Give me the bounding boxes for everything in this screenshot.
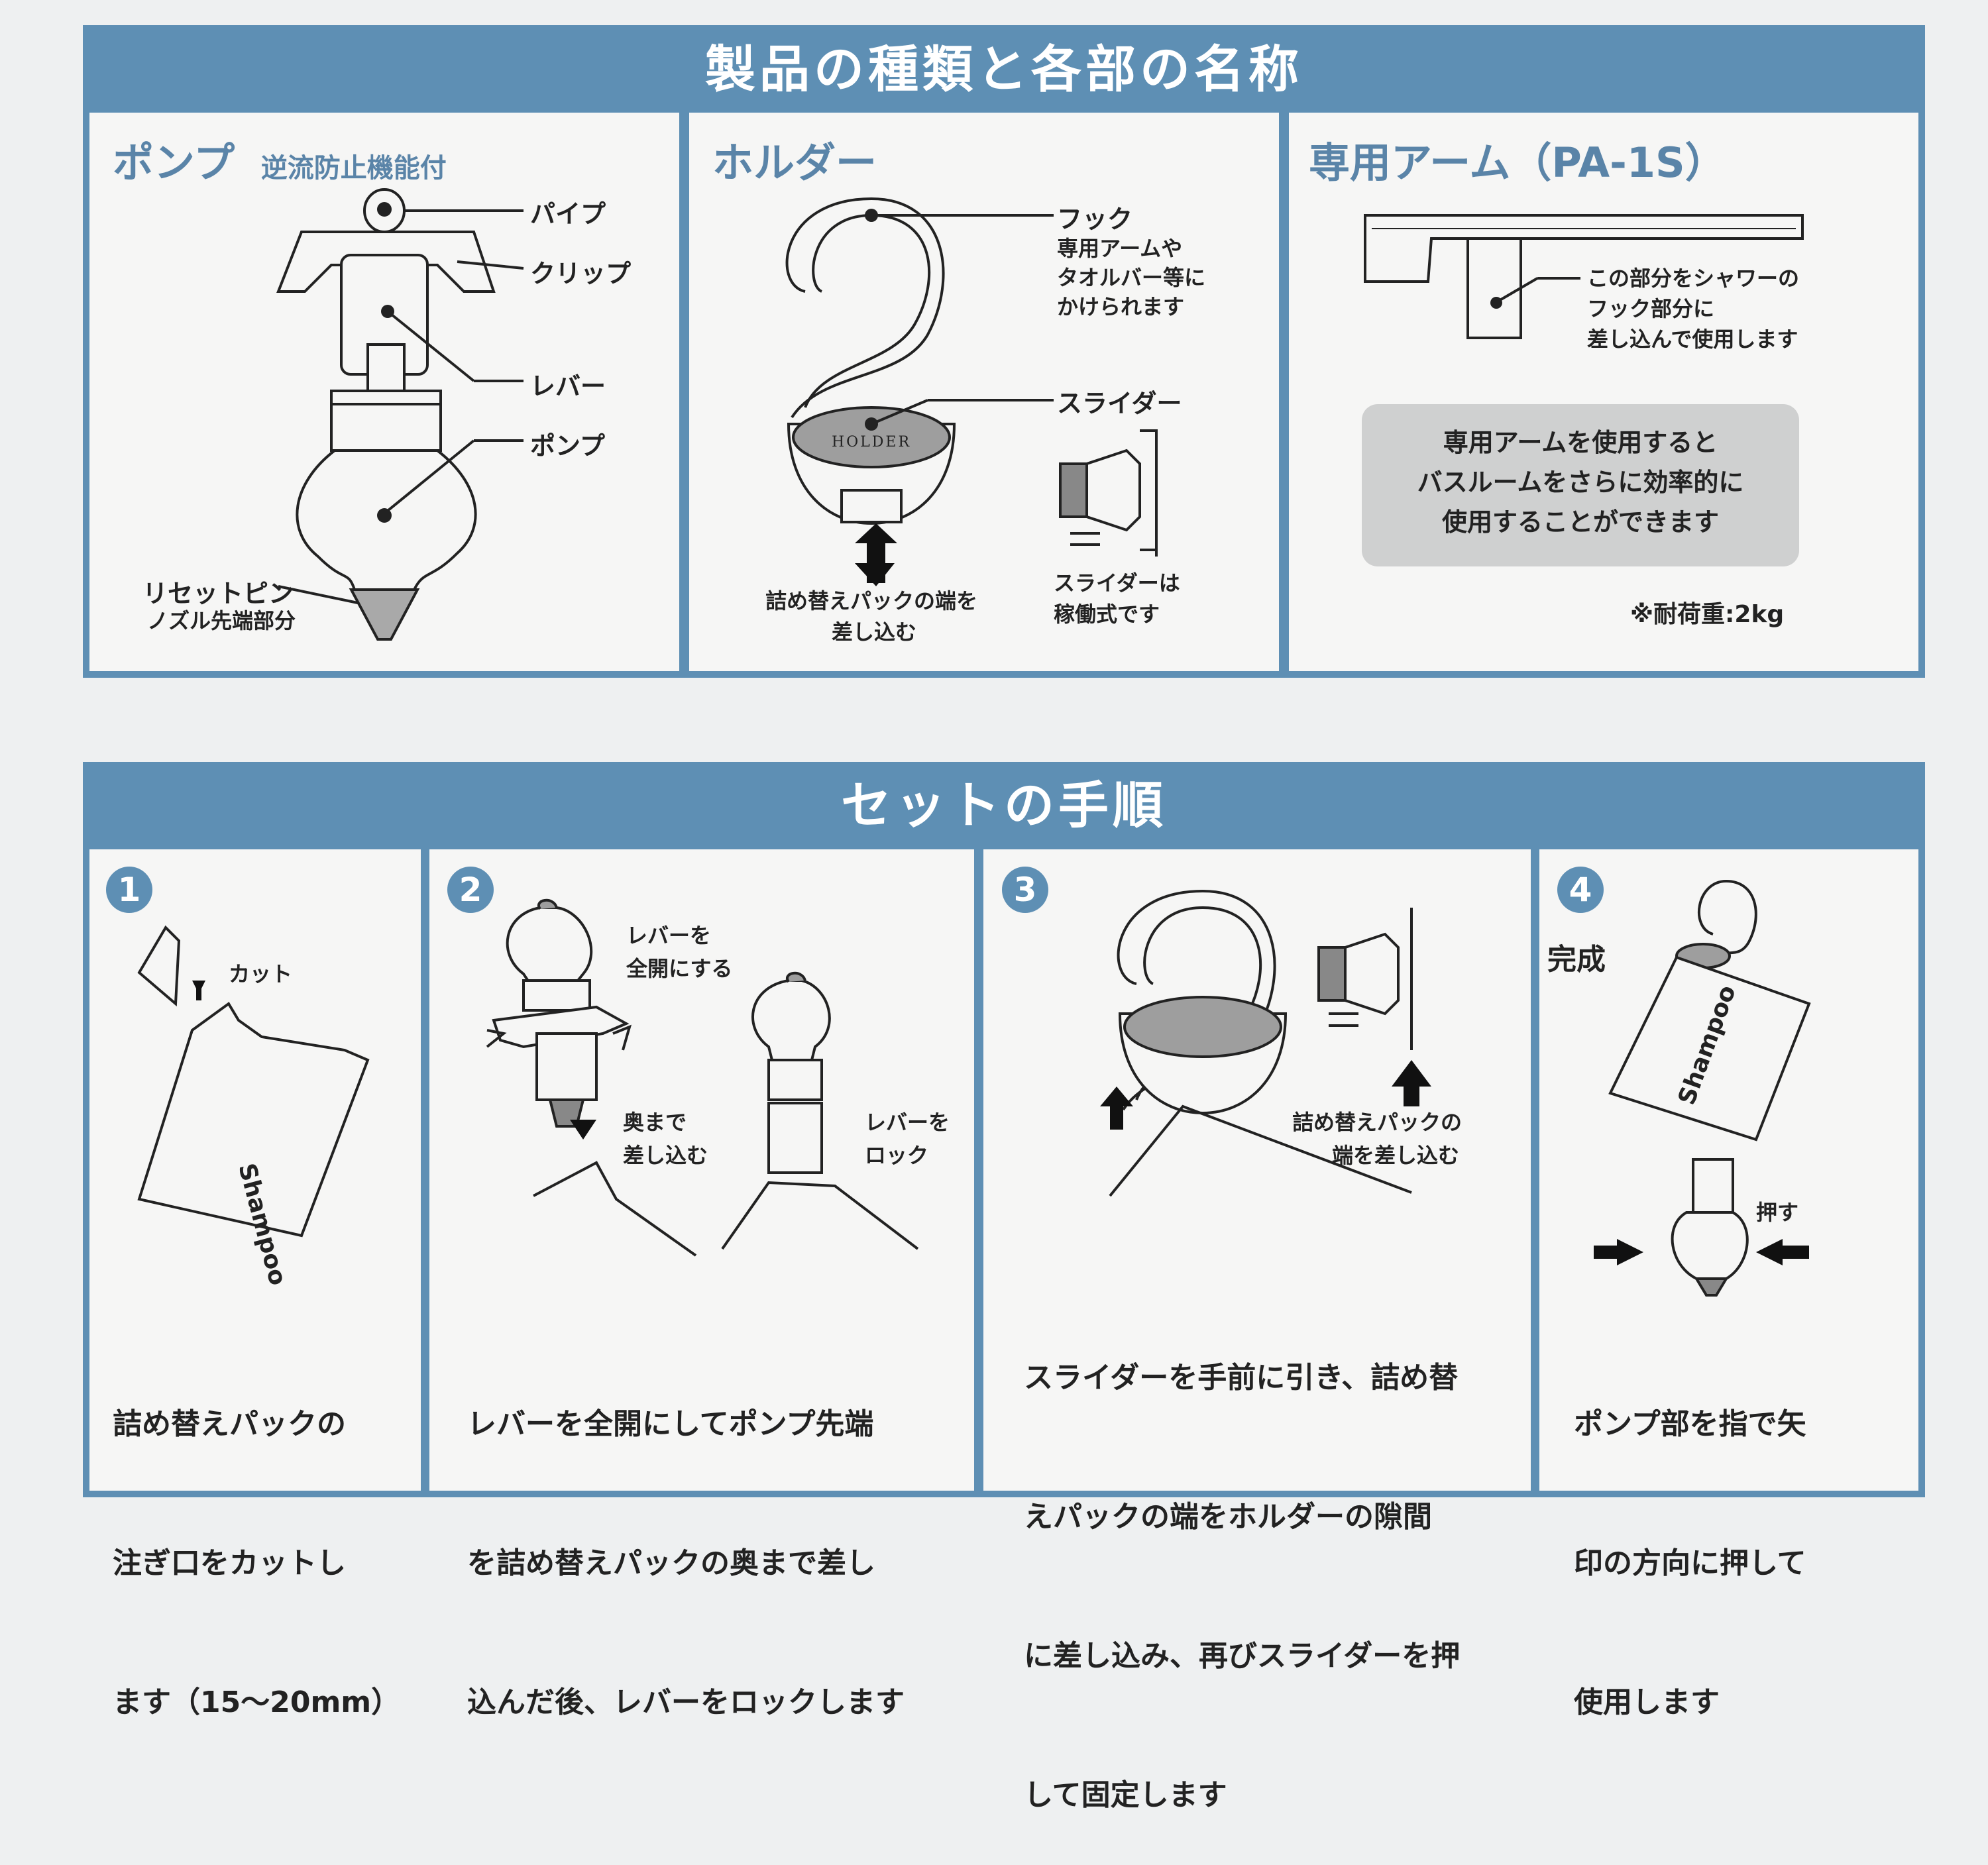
step-1-desc: 詰め替えパックの 注ぎ口をカットし ます（15～20mm） [113,1308,400,1772]
slider-label: スライダー [1057,389,1182,418]
arm-panel [1289,113,1918,671]
step-2-desc-2: を詰め替えパックの奥まで差し [467,1546,875,1580]
step-4-desc-2: 印の方向に押して [1574,1546,1806,1580]
step-4-number: 4 [1557,867,1604,913]
step-3-insert-1: 詰め替えパックの [1292,1110,1463,1135]
reset-pin-label: リセットピン [142,579,294,608]
reset-pin-note: ノズル先端部分 [147,608,296,633]
pump-title: ポンプ 逆流防止機能付 [113,129,447,189]
lock-2: ロック [865,1143,929,1168]
pump-label: ポンプ [530,431,605,460]
step-4-desc-1: ポンプ部を指で矢 [1574,1407,1806,1441]
insert-deep-1: 奥まで [623,1110,687,1135]
push-label: 押す [1756,1200,1799,1225]
hook-note-3: かけられます [1057,294,1185,319]
load-capacity: ※耐荷重:2kg [1630,601,1785,628]
arm-title: 専用アーム（PA-1S） [1309,138,1726,187]
lever-label: レバー [530,372,606,401]
arm-note-1: この部分をシャワーの [1587,266,1800,291]
arm-benefit-box: 専用アームを使用すると バスルームをさらに効率的に 使用することができます [1362,404,1799,566]
step-3-desc-3: に差し込み、再びスライダーを押 [1024,1639,1461,1673]
hook-note-1: 専用アームや [1057,236,1183,261]
holder-title: ホルダー [712,138,877,187]
step-1-number: 1 [106,867,152,913]
lock-1: レバーを [865,1110,950,1135]
pump-subtitle: 逆流防止機能付 [260,153,447,184]
cut-label: カット [229,961,293,986]
step-4-desc: ポンプ部を指で矢 印の方向に押して 使用します [1574,1308,1806,1772]
step-2-number: 2 [447,867,494,913]
lever-open-2: 全開にする [626,956,733,981]
arm-note-2: フック部分に [1587,296,1715,321]
step-3-number: 3 [1002,867,1048,913]
pump-title-text: ポンプ [113,138,235,187]
hook-label: フック [1057,205,1133,234]
arm-benefit-line-2: バスルームをさらに効率的に [1417,468,1744,497]
step-4-desc-3: 使用します [1574,1685,1720,1719]
step-2-desc: レバーを全開にしてポンプ先端 を詰め替えパックの奥まで差し 込んだ後、レバーをロ… [467,1308,905,1772]
step-2-desc-1: レバーを全開にしてポンプ先端 [467,1407,874,1441]
arm-benefit-line-3: 使用することができます [1441,507,1719,537]
step-3-desc-4: して固定します [1024,1778,1227,1812]
step-2-desc-3: 込んだ後、レバーをロックします [467,1685,905,1719]
slider-note-1: スライダーは [1054,570,1180,596]
pipe-label: パイプ [530,199,606,229]
arm-benefit-line-1: 専用アームを使用すると [1443,428,1718,457]
step-1-desc-1: 詰め替えパックの [113,1407,346,1441]
step-3-desc: スライダーを手前に引き、詰め替 えパックの端をホルダーの隙間 に差し込み、再びス… [1024,1262,1460,1865]
insert-deep-2: 差し込む [623,1143,708,1168]
step-1-desc-3: ます（15～20mm） [113,1685,401,1719]
step-3-insert-2: 端を差し込む [1332,1143,1460,1168]
done-label: 完成 [1547,943,1606,977]
arm-note-3: 差し込んで使用します [1587,327,1798,352]
step-1-desc-2: 注ぎ口をカットし [113,1546,346,1580]
step-3-desc-1: スライダーを手前に引き、詰め替 [1024,1361,1459,1395]
section-title: 製品の種類と各部の名称 [705,40,1303,99]
holder-insert-note-2: 差し込む [832,619,917,645]
holder-insert-note-1: 詰め替えパックの端を [765,588,978,613]
lever-open-1: レバーを [626,923,712,948]
clip-label: クリップ [530,259,632,288]
hook-note-2: タオルバー等に [1057,265,1206,290]
section-title: セットの手順 [841,776,1167,835]
slider-note-2: 稼働式です [1054,602,1160,627]
step-3-desc-2: えパックの端をホルダーの隙間 [1024,1500,1432,1534]
